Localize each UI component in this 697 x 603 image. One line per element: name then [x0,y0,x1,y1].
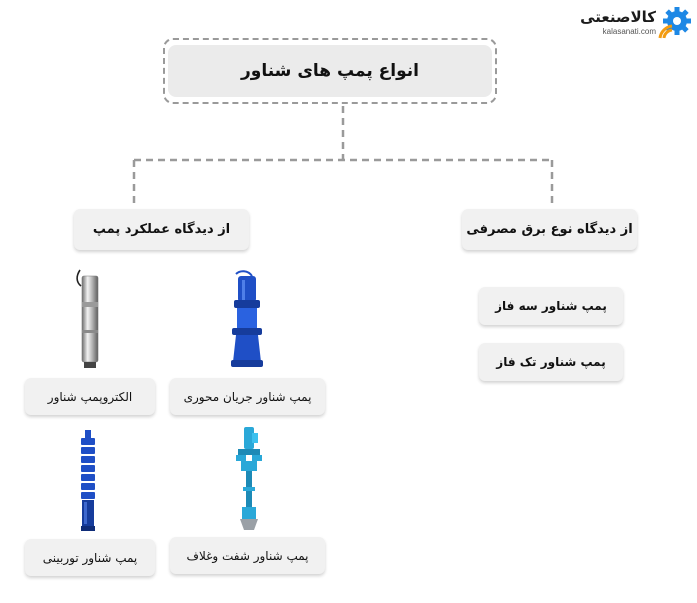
item-axial-flow: پمپ شناور جریان محوری [170,378,325,415]
gear-logo-icon [658,7,691,39]
item-turbine: پمپ شناور توربینی [25,539,155,576]
item-three-phase: پمپ شناور سه فاز [479,287,623,325]
diagram-title: انواع پمپ های شناور [168,45,492,97]
axial-flow-pump-image [231,270,263,367]
brand-domain: kalasanati.com [602,27,656,36]
shaft-sleeve-pump-image [236,427,262,530]
category-performance: از دیدگاه عملکرد پمپ [74,209,249,250]
item-shaft-sleeve: پمپ شناور شفت وغلاف [170,537,325,574]
item-electro-pump: الکتروپمپ شناور [25,378,155,415]
category-electricity: از دیدگاه نوع برق مصرفی [462,209,637,250]
item-single-phase: پمپ شناور تک فاز [479,343,623,381]
electro-pump-image [76,269,99,368]
brand-name: کالاصنعتی [580,8,656,26]
title-dashed-frame [163,38,497,104]
turbine-pump-image [81,430,95,531]
brand-logo[interactable]: کالاصنعتی kalasanati.com [580,6,692,42]
